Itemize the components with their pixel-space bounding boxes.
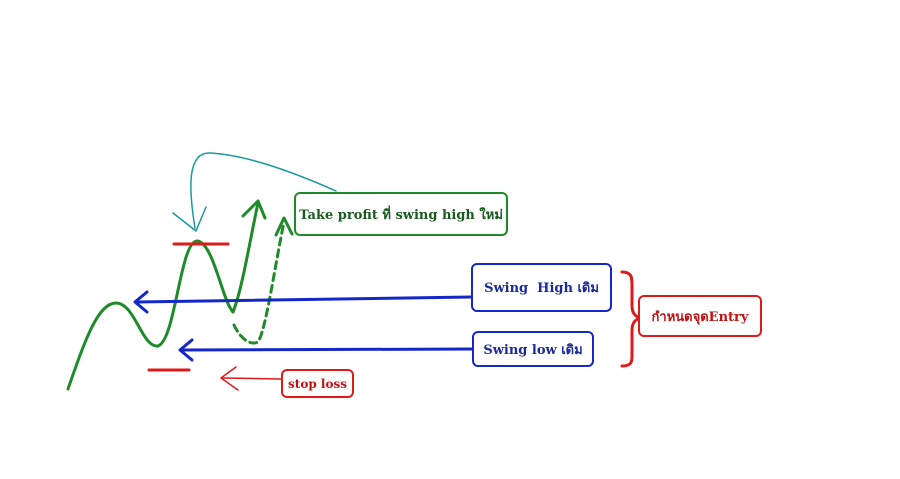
swing-low-arrow-shaft <box>180 347 474 352</box>
breakout-arrow-shaft <box>231 201 260 314</box>
swing-low-label: Swing low เดิม <box>483 342 583 358</box>
take-profit-curved-arrow <box>190 152 337 229</box>
stop-loss-arrow-shaft <box>222 377 282 380</box>
take-profit-arrow-head <box>172 206 207 232</box>
stop-loss-label-box: stop loss <box>281 369 354 398</box>
swing-high-arrow-head <box>133 290 149 314</box>
alternate-path-arrow-head <box>274 216 294 237</box>
price-swing-curve <box>66 239 235 391</box>
swing-high-label: Swing High เดิม <box>484 281 599 296</box>
swing-high-label-box: Swing High เดิม <box>471 263 612 312</box>
take-profit-label-box: Take profit ที่ swing high ใหม่ <box>294 192 508 236</box>
stop-loss-arrow-head <box>220 366 239 391</box>
entry-label: กำหนดจุดEntry <box>651 309 749 325</box>
alternate-path-dashed <box>232 220 286 345</box>
stop-loss-label: stop loss <box>288 376 347 391</box>
take-profit-label: Take profit ที่ swing high ใหม่ <box>299 207 503 223</box>
swing-high-arrow-shaft <box>135 295 473 304</box>
swing-low-arrow-head <box>178 338 194 362</box>
entry-label-box: กำหนดจุดEntry <box>638 295 762 337</box>
swing-low-label-box: Swing low เดิม <box>472 331 594 367</box>
breakout-arrow-head <box>241 199 267 220</box>
